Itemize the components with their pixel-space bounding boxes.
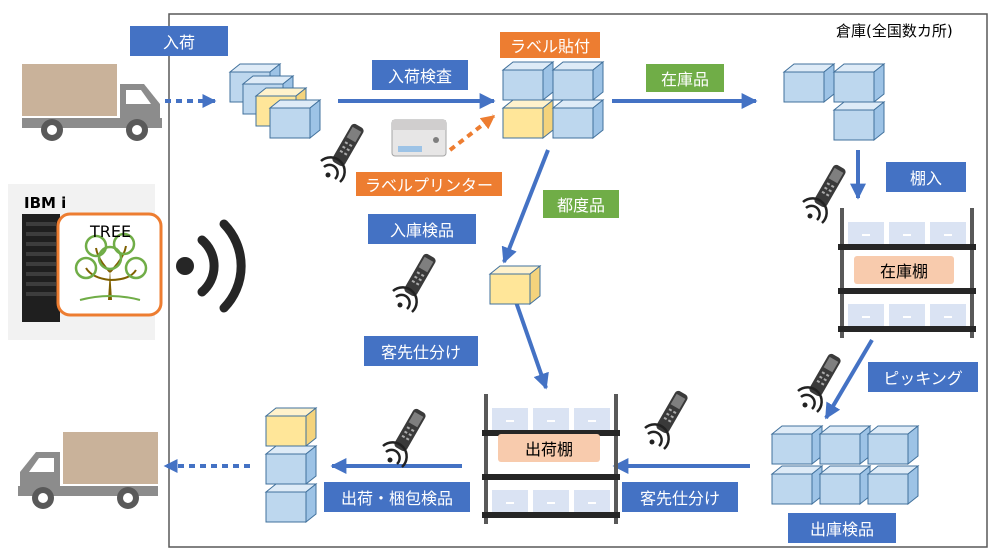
handheld-scanner-icon [391,251,439,314]
step-labeling: ラベル貼付 [500,32,600,58]
tree-logo-icon [74,232,148,301]
arrow-to-shipping-shelf [514,301,549,390]
step-customer-sort-left: 客先仕分け [364,336,478,366]
tree-frame [56,212,163,317]
labeled-boxes [502,61,604,139]
step-putaway: 棚入 [886,162,966,192]
stock-boxes [783,63,885,141]
printer-arrow [448,114,496,152]
arrow-per-order [501,149,550,264]
outbound-boxes [265,407,317,523]
stock-items-tag: 在庫品 [646,64,724,92]
label-printer-label: ラベルプリンター [356,172,502,196]
inbound-truck-icon [22,64,162,141]
step-receiving: 入荷 [130,26,228,56]
wireless-signal-icon [176,219,246,313]
shipping-inspection-boxes [771,425,919,505]
step-picking: ピッキング [868,362,978,392]
step-customer-sort-bottom: 客先仕分け [622,482,738,512]
handheld-scanner-icon [381,406,429,469]
label-printer-icon [391,119,447,157]
per-order-box-icon [489,265,541,305]
app-label: TREE [90,222,132,241]
handheld-scanner-icon [643,388,691,451]
stock-shelf-label: 在庫棚 [854,256,954,284]
server-label: IBM i [24,194,67,212]
step-shipping-inspection: 出庫検品 [788,513,896,543]
step-storage-inspection: 入庫検品 [368,214,476,244]
per-order-items-tag: 都度品 [543,190,619,218]
arrow-picking [824,338,874,420]
outbound-truck-icon [18,432,158,509]
server-rack-icon [22,214,60,322]
step-receiving-inspection: 入荷検査 [372,60,468,90]
step-ship-pack-inspection: 出荷・梱包検品 [324,482,470,512]
warehouse-frame [168,13,988,548]
inbound-boxes [229,63,321,139]
warehouse-title: 倉庫(全国数カ所) [836,22,953,40]
shipping-shelf-label: 出荷棚 [498,434,600,462]
